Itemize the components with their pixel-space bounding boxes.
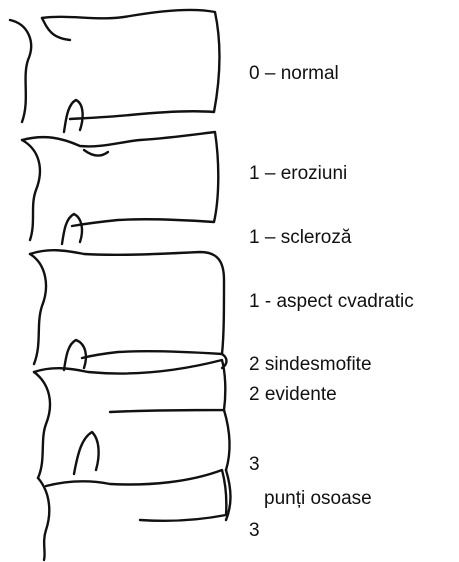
label-aspect-cvadratic: 1 - aspect cvadratic <box>249 291 414 313</box>
vertebra-1-body <box>42 10 219 119</box>
vertebra-4-body <box>34 360 225 412</box>
vertebra-3-spur <box>64 340 86 370</box>
vertebra-4-arch <box>34 372 50 478</box>
vertebra-3-squaring <box>30 250 224 370</box>
vertebra-4-spur <box>74 432 99 474</box>
vertebra-5-bony-bridges <box>38 410 231 560</box>
vertebra-1-arch <box>10 20 31 122</box>
vertebra-2-arch <box>22 140 40 240</box>
vertebra-1-spur <box>64 100 83 132</box>
vertebra-5-arch <box>38 478 49 560</box>
label-eroziuni: 1 – eroziuni <box>249 163 347 185</box>
label-punti-osoase: punți osoase <box>264 488 372 510</box>
vertebra-1-normal <box>10 10 219 132</box>
label-grade-3-top: 3 <box>249 454 260 476</box>
vertebra-3-body <box>30 250 224 358</box>
vertebra-2-spur <box>62 214 82 244</box>
vertebra-2-erosion-notch <box>84 150 108 156</box>
vertebra-5-body <box>46 470 226 521</box>
vertebra-2-body <box>22 132 218 226</box>
vertebra-3-arch <box>30 254 46 364</box>
vertebra-4-syndesmophytes <box>34 354 227 478</box>
label-grade-3-bottom: 3 <box>249 520 260 542</box>
vertebra-1-top-facet <box>42 18 70 40</box>
vertebra-2-erosions-sclerosis <box>22 132 218 244</box>
label-evidente: 2 evidente <box>249 384 337 406</box>
label-scleroza: 1 – scleroză <box>249 227 351 249</box>
label-sindesmofite: 2 sindesmofite <box>249 354 372 376</box>
vertebra-5-bridge-left <box>224 410 230 470</box>
label-normal: 0 – normal <box>249 63 339 85</box>
